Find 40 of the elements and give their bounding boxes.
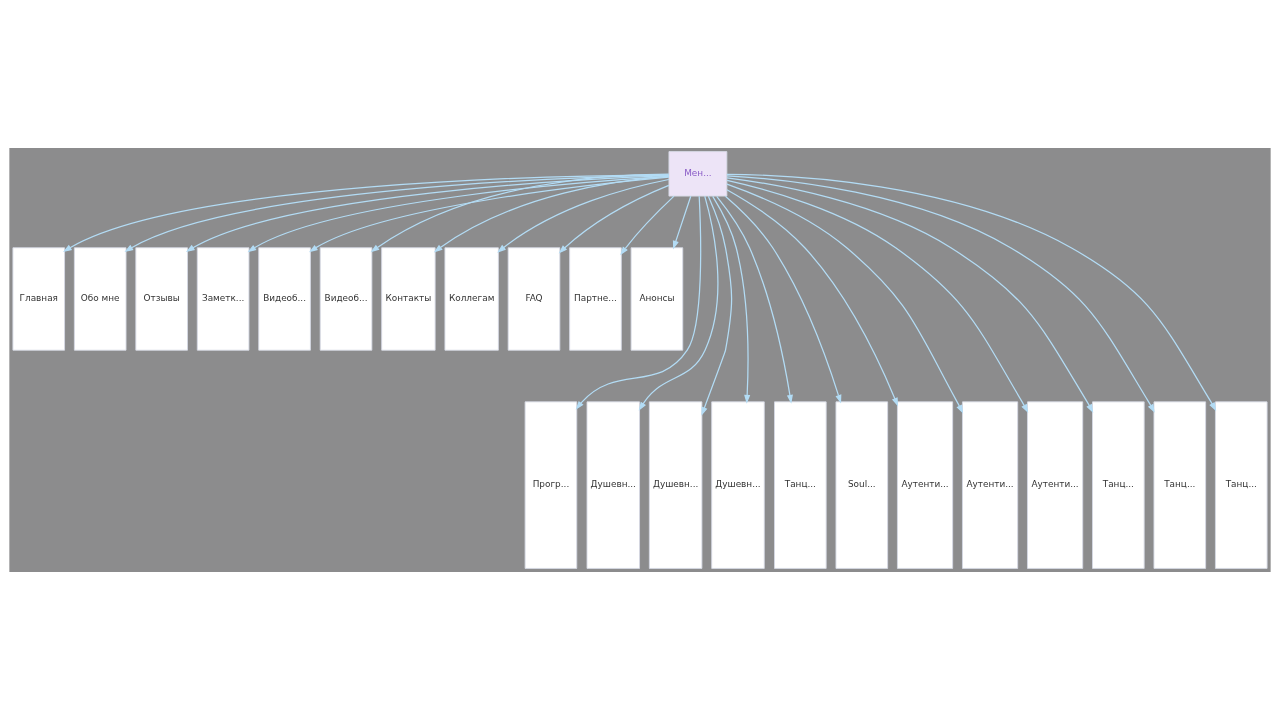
arrow	[370, 173, 670, 253]
node-box: Танц...	[1153, 401, 1207, 569]
arrow	[308, 176, 670, 253]
arrow	[726, 183, 964, 414]
node-box: Мен...	[668, 151, 728, 197]
arrow	[724, 195, 842, 404]
arrow	[620, 195, 675, 256]
arrow	[712, 195, 751, 404]
node-box: Анонсы	[630, 247, 684, 351]
node-box: Душевн...	[711, 401, 765, 569]
arrow	[726, 189, 899, 407]
arrow	[575, 195, 702, 410]
node-box: Танц...	[1215, 401, 1268, 569]
arrow	[497, 178, 670, 253]
arrow	[716, 195, 793, 404]
node-box: Аутенти...	[1027, 401, 1084, 569]
arrow	[672, 195, 692, 250]
node-box: Заметк...	[196, 247, 250, 351]
node-box: Аутенти...	[962, 401, 1019, 569]
node-box: Отзывы	[135, 247, 188, 351]
arrow	[558, 184, 670, 254]
node-box: Контакты	[381, 247, 436, 351]
node-box: Душевн...	[648, 401, 703, 569]
arrow	[638, 195, 719, 411]
node-box: Танц...	[1092, 401, 1145, 569]
node-box: Коллегам	[444, 247, 499, 351]
node-box: Soul...	[835, 401, 889, 569]
node-box: Партне...	[569, 247, 622, 351]
node-box: Видеоб...	[258, 247, 311, 351]
node-box: FAQ	[507, 247, 561, 351]
node-box: Видеоб...	[319, 247, 373, 351]
node-box: Прогр...	[524, 401, 578, 569]
arrow	[726, 179, 1029, 413]
node-box: Душевн...	[586, 401, 640, 569]
node-box: Обо мне	[73, 247, 127, 351]
arrow	[701, 195, 733, 416]
arrow	[433, 175, 670, 253]
node-box: Танц...	[774, 401, 827, 569]
node-box: Главная	[12, 247, 65, 351]
node-box: Аутенти...	[897, 401, 954, 569]
